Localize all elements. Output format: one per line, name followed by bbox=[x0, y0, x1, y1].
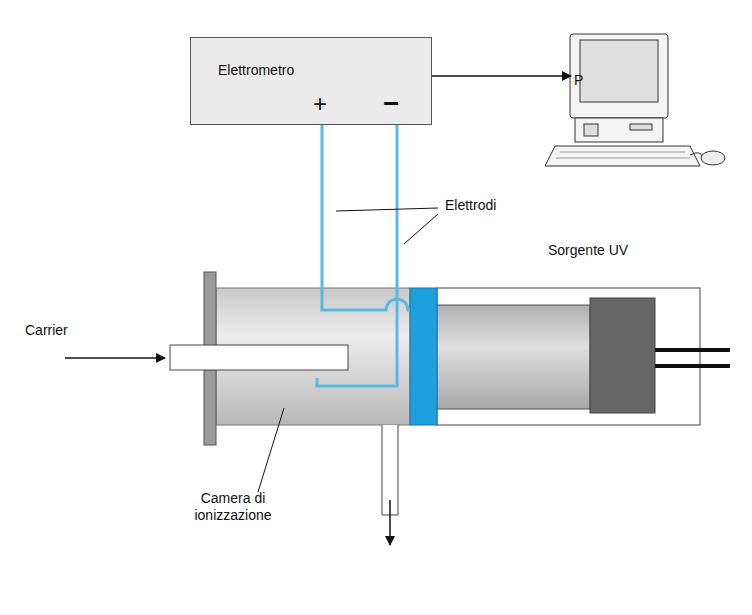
lamp-wire bbox=[655, 348, 730, 352]
box-title: Elettrometro bbox=[218, 62, 294, 79]
outlet-arrow bbox=[389, 500, 391, 545]
lamp-wire bbox=[655, 364, 730, 368]
part-name: Elettrodi bbox=[445, 197, 496, 214]
screen-letter: P bbox=[574, 72, 583, 89]
uv-window bbox=[410, 288, 437, 425]
monitor-screen: P bbox=[572, 38, 662, 114]
signal-arrow bbox=[432, 75, 571, 77]
leader-lines bbox=[258, 208, 438, 492]
uv-source-housing bbox=[437, 288, 700, 425]
uv-lamp bbox=[437, 305, 590, 409]
computer-icon bbox=[545, 34, 725, 166]
electrometer-box: Elettrometro + − bbox=[190, 37, 432, 125]
polarity-sign: − bbox=[383, 88, 399, 119]
part-name: Carrier bbox=[25, 322, 68, 339]
carrier-inlet bbox=[170, 345, 348, 370]
carrier-arrow bbox=[65, 357, 165, 359]
part-name: Sorgente UV bbox=[548, 242, 628, 259]
electrode-wires bbox=[317, 125, 410, 386]
lamp-base bbox=[590, 298, 655, 413]
part-name: Camera di ionizzazione bbox=[168, 490, 298, 524]
polarity-sign: + bbox=[313, 90, 327, 117]
